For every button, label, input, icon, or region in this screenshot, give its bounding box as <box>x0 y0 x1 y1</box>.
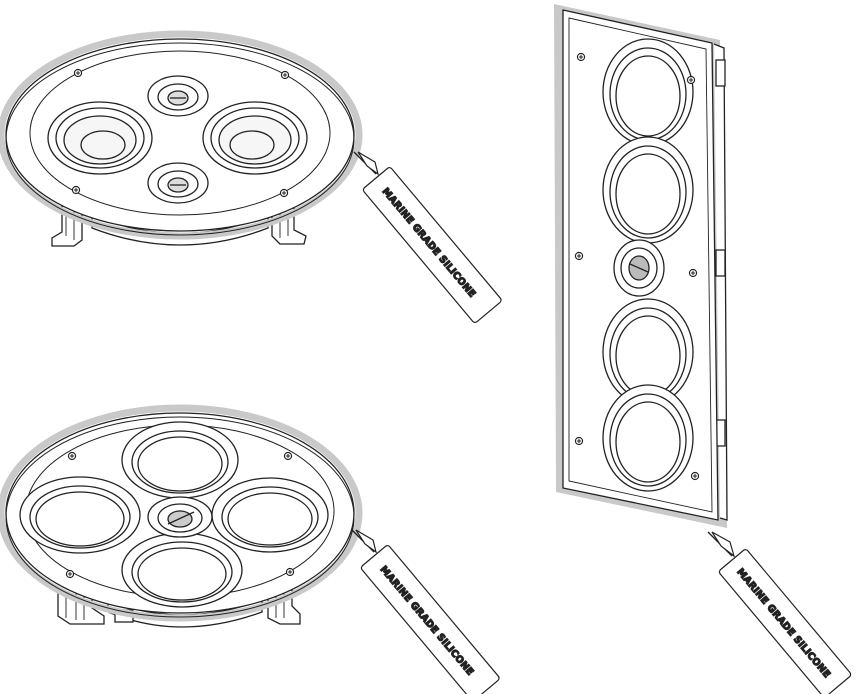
woofer-right <box>202 101 308 175</box>
silicone-tube-wall: MARINE GRADE SILICONE <box>707 531 852 694</box>
tweeter-center <box>613 239 665 297</box>
woofer-upper <box>121 421 239 499</box>
tube-label: MARINE GRADE SILICONE <box>734 567 832 681</box>
wall-speaker <box>554 4 728 528</box>
woofer-2 <box>602 136 694 244</box>
ceiling-speaker-bottom <box>0 404 363 628</box>
woofer-1 <box>602 38 694 146</box>
tweeter-top <box>147 75 209 117</box>
woofer-left <box>47 101 153 175</box>
silicone-bead <box>0 404 363 622</box>
tube-label: MARINE GRADE SILICONE <box>380 186 478 300</box>
silicone-bead <box>0 30 363 240</box>
ceiling-speaker-top <box>0 30 363 247</box>
tweeter-bottom <box>147 162 209 204</box>
tube-label: MARINE GRADE SILICONE <box>378 564 476 678</box>
silicone-tube-bottom: MARINE GRADE SILICONE <box>351 529 500 694</box>
woofer-left <box>19 476 141 554</box>
silicone-tube-top: MARINE GRADE SILICONE <box>353 151 502 324</box>
woofer-right <box>211 477 329 553</box>
woofer-lower <box>121 532 243 608</box>
woofer-4 <box>602 384 694 492</box>
tweeter-center <box>147 496 213 538</box>
